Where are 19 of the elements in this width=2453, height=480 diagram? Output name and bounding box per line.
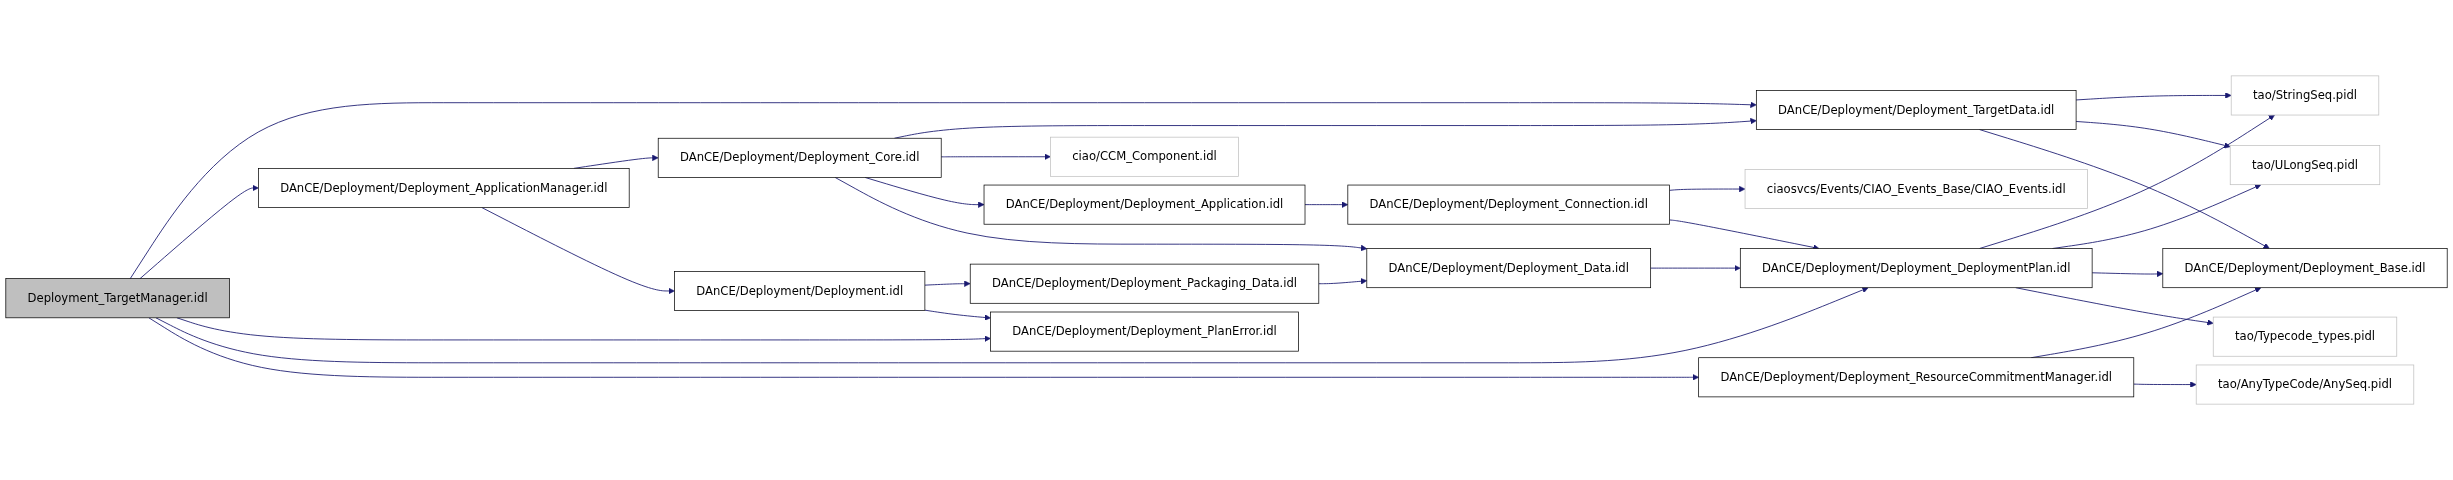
node-box: DAnCE/Deployment/Deployment_Packaging_Data.idl — [969, 263, 1320, 304]
node-box: DAnCE/Deployment/Deployment_Connection.idl — [1347, 184, 1670, 225]
node-box: DAnCE/Deployment/Deployment.idl — [674, 271, 926, 311]
node-box: tao/ULongSeq.pidl — [2229, 145, 2381, 186]
node-box: tao/Typecode_types.pidl — [2212, 316, 2398, 357]
node-box: DAnCE/Deployment/Deployment_Core.idl — [657, 137, 942, 178]
node-box: DAnCE/Deployment/Deployment_ResourceCommitmentManager.idl — [1698, 357, 2135, 398]
node-box: tao/StringSeq.pidl — [2230, 75, 2380, 116]
node-box: Deployment_TargetManager.idl — [5, 278, 230, 319]
node-box: DAnCE/Deployment/Deployment_DeploymentPlan.idl — [1739, 248, 2093, 289]
node-box: DAnCE/Deployment/Deployment_TargetData.idl — [1755, 90, 2077, 130]
node-box: DAnCE/Deployment/Deployment_Application.idl — [983, 184, 1306, 225]
node-box: DAnCE/Deployment/Deployment_PlanError.idl — [990, 311, 1299, 352]
node-box: DAnCE/Deployment/Deployment_Base.idl — [2162, 248, 2448, 289]
node-box: DAnCE/Deployment/Deployment_ApplicationManager.idl — [258, 168, 630, 208]
node-box: ciao/CCM_Component.idl — [1050, 136, 1239, 177]
node-box: DAnCE/Deployment/Deployment_Data.idl — [1366, 248, 1651, 289]
node-box: tao/AnyTypeCode/AnySeq.pidl — [2195, 364, 2415, 405]
node-box: ciaosvcs/Events/CIAO_Events_Base/CIAO_Events.idl — [1744, 169, 2088, 209]
